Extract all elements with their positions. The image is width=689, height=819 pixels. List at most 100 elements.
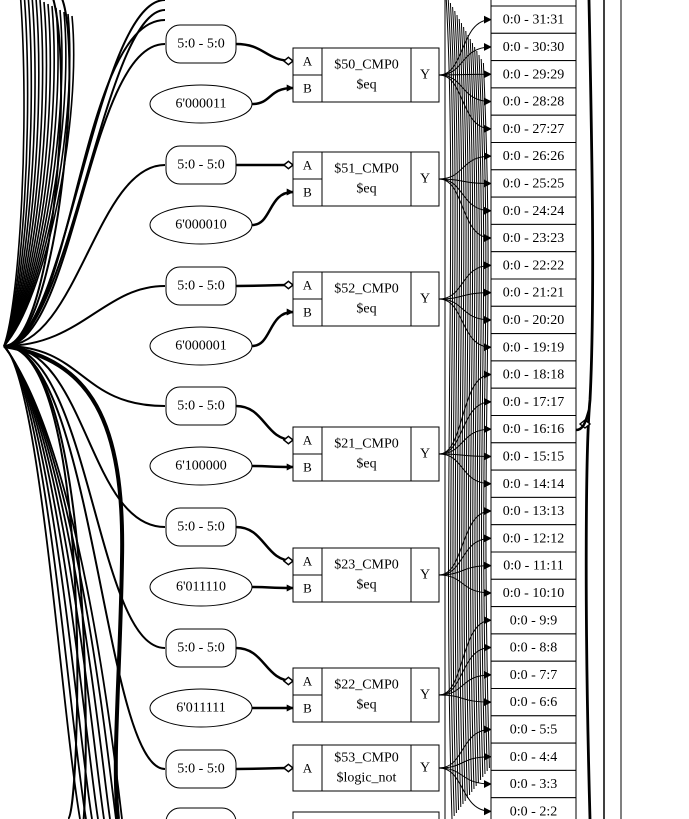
routing-strand [445, 0, 453, 819]
routing-strand [449, 2, 457, 814]
routing-strand [482, 62, 490, 769]
wire-y-to-bit [438, 767, 492, 816]
bit-label: 0:0 - 9:9 [510, 613, 557, 628]
bit-label: 0:0 - 31:31 [503, 13, 564, 28]
bit-label: 0:0 - 17:17 [503, 395, 564, 410]
slice-node: 5:0 - 5:0 [165, 507, 237, 547]
bit-node: 0:0 - 20:20 [490, 305, 577, 335]
bus-strand [3, 0, 44, 347]
slice-node: 5:0 - 5:0 [165, 145, 237, 185]
constant-label: 6'000001 [175, 339, 227, 354]
bit-node: 0:0 - 12:12 [490, 524, 577, 553]
routing-strand [465, 30, 473, 793]
slice-node-partial [165, 807, 237, 819]
bit-label: 0:0 - 15:15 [503, 449, 564, 464]
bit-label: 0:0 - 14:14 [503, 477, 564, 492]
wire-const-to-b [251, 584, 294, 592]
routing-strand [463, 26, 471, 796]
bit-node: 0:0 - 10:10 [490, 578, 577, 608]
slice-label: 5:0 - 5:0 [177, 762, 224, 777]
bit-node: 0:0 - 27:27 [490, 114, 577, 143]
bit-label: 0:0 - 5:5 [510, 722, 557, 737]
constant-node: 6'000010 [149, 205, 253, 245]
port-y: Y [420, 292, 430, 307]
bus-strand [3, 0, 29, 347]
slice-label: 5:0 - 5:0 [177, 520, 224, 535]
bus-strand [3, 0, 40, 347]
bus-strand [3, 7, 59, 347]
bit-node: 0:0 - 29:29 [490, 60, 577, 89]
bit-label: 0:0 - 19:19 [503, 340, 564, 355]
bit-label: 0:0 - 3:3 [510, 777, 557, 792]
cell-52-cmp0: ABY$52_CMP0$eq [292, 271, 440, 327]
wire-slice-to-a [235, 646, 293, 681]
routing-strand [454, 10, 462, 808]
bit-node: 0:0 - 3:3 [490, 769, 577, 799]
bus-strand [3, 345, 81, 819]
bit-node: 0:0 - 2:2 [490, 797, 577, 819]
port-b: B [303, 185, 312, 200]
bit-node: 0:0 - 13:13 [490, 496, 577, 526]
bus-strand [3, 1, 48, 347]
bit-label: 0:0 - 10:10 [503, 586, 564, 601]
bit-node: 0:0 - 30:30 [490, 32, 577, 62]
bit-label: 0:0 - 27:27 [503, 122, 564, 137]
wire-slice-to-a [235, 768, 293, 769]
bit-node: 0:0 - 9:9 [490, 606, 577, 635]
routing-strand [476, 50, 484, 778]
constant-node: 6'000011 [149, 84, 253, 124]
cell-name: $53_CMP0 [334, 751, 399, 766]
bit-label: 0:0 - 20:20 [503, 313, 564, 328]
port-y: Y [420, 568, 430, 583]
port-a: A [303, 554, 313, 569]
routing-strand [447, 0, 455, 817]
wire-const-to-b [251, 463, 294, 471]
routing-strand [456, 14, 464, 805]
cell-name: $23_CMP0 [334, 558, 399, 573]
bit-node: 0:0 - 25:25 [490, 169, 577, 198]
cell-type: $eq [356, 78, 376, 93]
slice-label: 5:0 - 5:0 [177, 641, 224, 656]
output-wires [438, 0, 622, 819]
port-b: B [303, 460, 312, 475]
bit-label: 0:0 - 11:11 [503, 559, 563, 574]
cell-name: $22_CMP0 [334, 678, 399, 693]
bit-node: 0:0 - 8:8 [490, 633, 577, 662]
bit-node: 0:0 - 6:6 [490, 688, 577, 717]
cell-name: $52_CMP0 [334, 282, 399, 297]
port-b: B [303, 701, 312, 716]
cell-type: $eq [356, 578, 376, 593]
bus-strand [3, 0, 25, 347]
bit-node: 0:0 - 28:28 [490, 87, 577, 116]
fanout-wire [3, 43, 166, 347]
fanout-wire [3, 285, 166, 347]
slice-label: 5:0 - 5:0 [177, 158, 224, 173]
port-y: Y [420, 447, 430, 462]
cell-21-cmp0: ABY$21_CMP0$eq [292, 426, 440, 482]
fanout-wire [3, 345, 166, 528]
slice-label: 5:0 - 5:0 [177, 399, 224, 414]
bus-strand [3, 13, 71, 347]
cell-type: $eq [356, 698, 376, 713]
wire-y-to-bit [438, 178, 492, 243]
bus-strand [3, 3, 52, 347]
bit-label: 0:0 - 30:30 [503, 40, 564, 55]
fanout-wire [3, 0, 166, 347]
bit-node: 0:0 - 26:26 [490, 142, 577, 171]
routing-strand [467, 34, 475, 790]
routing-strand [478, 54, 486, 775]
constant-label: 6'011110 [176, 580, 226, 595]
bus-strand [3, 0, 33, 347]
slice-node: 5:0 - 5:0 [165, 24, 237, 64]
wire-y-to-bit [438, 74, 492, 133]
bit-label: 0:0 - 29:29 [503, 67, 564, 82]
routing-strand [460, 22, 468, 799]
wire-y-to-bit [438, 370, 492, 455]
wire-const-to-b [251, 84, 294, 106]
fanout-wire [3, 164, 166, 347]
wire-const-to-b [251, 308, 294, 348]
cell-type: $eq [356, 302, 376, 317]
cell-type: $eq [356, 457, 376, 472]
slice-node: 5:0 - 5:0 [165, 266, 237, 306]
